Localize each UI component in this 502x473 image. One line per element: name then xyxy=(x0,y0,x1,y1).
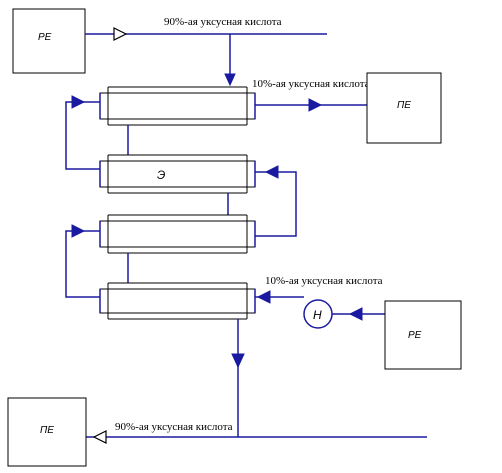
membrane-module-1 xyxy=(99,86,256,126)
arrow-down-icon xyxy=(224,73,236,87)
check-valve-icon xyxy=(92,430,107,444)
feed-10-label: 10%-ая уксусная кислота xyxy=(265,275,383,287)
arrow-right-icon xyxy=(308,98,323,112)
arrow-left-icon xyxy=(256,290,271,304)
product-tank-bottom-left-box xyxy=(7,397,87,467)
module-2-label: Э xyxy=(157,168,165,182)
product-tank-right-box xyxy=(366,72,442,144)
product-90-label: 90%-ая уксусная кислота xyxy=(115,421,233,433)
module-4-body xyxy=(99,288,256,314)
feed-tank-label: РЕ xyxy=(38,32,52,43)
membrane-module-3 xyxy=(99,214,256,254)
arrow-left-icon xyxy=(264,165,279,179)
product-tank-bottom-left-label: ПЕ xyxy=(40,425,54,436)
feed-tank-box xyxy=(12,8,86,74)
arrow-right-icon xyxy=(71,95,86,109)
module-2-body xyxy=(99,160,256,188)
product-10-label: 10%-ая уксусная кислота xyxy=(252,78,370,90)
arrow-down-icon xyxy=(231,353,245,369)
arrow-right-icon xyxy=(71,224,86,238)
arrow-left-icon xyxy=(348,307,363,321)
membrane-module-4 xyxy=(99,282,256,320)
check-valve-icon xyxy=(113,27,128,41)
feed-90-label: 90%-ая уксусная кислота xyxy=(164,16,282,28)
module-1-body xyxy=(99,92,256,120)
pump-label: Н xyxy=(313,308,322,322)
feed-tank-bottom-right-box xyxy=(384,300,462,370)
loop-left-upper xyxy=(65,101,100,170)
module-3-body xyxy=(99,220,256,248)
product-tank-right-label: ПЕ xyxy=(397,100,411,111)
loop-left-lower xyxy=(65,230,100,298)
membrane-module-2: Э xyxy=(99,154,256,194)
loop-right-middle xyxy=(255,171,297,237)
feed-tank-bottom-right-label: РЕ xyxy=(408,330,422,341)
